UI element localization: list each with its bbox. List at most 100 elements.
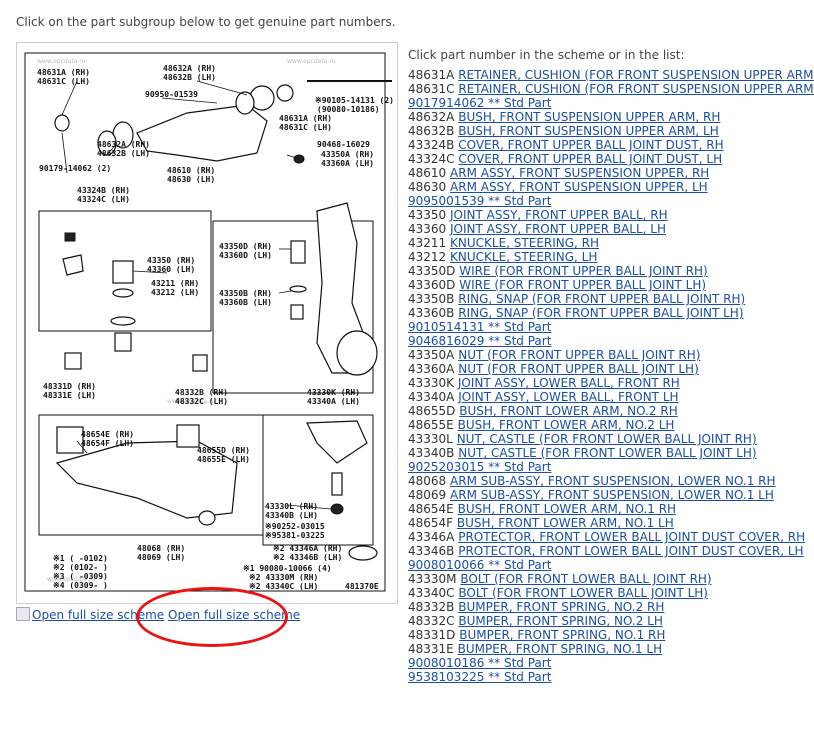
label-48631A-2[interactable]: 48631A (RH) [279,114,332,123]
part-link[interactable]: BUMPER, FRONT SPRING, NO.1 RH [459,628,666,642]
lower-joint-stud[interactable] [331,472,343,496]
part-link[interactable]: BUMPER, FRONT SPRING, NO.2 LH [458,614,663,628]
part-link[interactable]: BUMPER, FRONT SPRING, NO.2 RH [458,600,665,614]
label-48655D[interactable]: 48655D (RH) [197,446,250,455]
part-link[interactable]: BUSH, FRONT LOWER ARM, NO.1 LH [456,516,674,530]
part-link[interactable]: 9025203015 ** Std Part [408,460,552,474]
part-link[interactable]: BUSH, FRONT SUSPENSION UPPER ARM, RH [458,110,721,124]
part-link[interactable]: 9008010066 ** Std Part [408,558,552,572]
part-link[interactable]: ARM ASSY, FRONT SUSPENSION UPPER, LH [450,180,708,194]
label-48654F[interactable]: 48654F (LH) [81,439,134,448]
castle-nut[interactable] [330,503,344,515]
label-48630[interactable]: 48630 (LH) [167,175,215,184]
label-43346B[interactable]: ※2 43346B (LH) [273,553,342,562]
part-link[interactable]: JOINT ASSY, FRONT UPPER BALL, RH [450,208,668,222]
label-43212[interactable]: 43212 (LH) [151,288,199,297]
part-link[interactable]: KNUCKLE, STEERING, LH [450,250,598,264]
upper-ball-joint[interactable] [112,260,134,284]
part-link[interactable]: BUSH, FRONT LOWER ARM, NO.2 LH [457,418,675,432]
label-48632B[interactable]: 48632B (LH) [163,73,216,82]
part-link[interactable]: PROTECTOR, FRONT LOWER BALL JOINT DUST C… [458,530,806,544]
lower-bush-2[interactable] [176,424,200,448]
part-link[interactable]: COVER, FRONT UPPER BALL JOINT DUST, LH [458,152,723,166]
label-48331E[interactable]: 48331E (LH) [43,391,96,400]
scheme-drawing[interactable]: www.epcdata.ru www.epcdata.ru www.epcdat… [17,43,397,603]
lower-bush-1[interactable] [56,426,84,454]
knuckle-hub[interactable] [336,330,378,376]
part-link[interactable]: ARM SUB-ASSY, FRONT SUSPENSION, LOWER NO… [450,474,776,488]
label-48631A[interactable]: 48631A (RH) [37,68,90,77]
bumper-1[interactable] [64,352,82,370]
part-link[interactable]: NUT (FOR FRONT UPPER BALL JOINT LH) [458,362,699,376]
part-link[interactable]: PROTECTOR, FRONT LOWER BALL JOINT DUST C… [458,544,804,558]
part-link[interactable]: 9046816029 ** Std Part [408,334,552,348]
label-43350A[interactable]: 43350A (RH) [321,150,374,159]
part-link[interactable]: ARM SUB-ASSY, FRONT SUSPENSION, LOWER NO… [450,488,774,502]
label-43324B[interactable]: 43324B (RH) [77,186,130,195]
lower-arm-shape[interactable] [55,440,238,519]
label-43211[interactable]: 43211 (RH) [151,279,199,288]
label-95381[interactable]: ※95381-03225 [265,531,325,540]
label-48610[interactable]: 48610 (RH) [167,166,215,175]
label-48654E[interactable]: 48654E (RH) [81,430,134,439]
lower-ball-joint[interactable] [306,420,368,464]
label-90468[interactable]: 90468-16029 [317,140,370,149]
upper-arm-shape[interactable] [136,104,268,162]
part-link[interactable]: JOINT ASSY, LOWER BALL, FRONT LH [458,390,679,404]
upper-bush-2[interactable] [235,91,255,115]
part-link[interactable]: BUSH, FRONT LOWER ARM, NO.1 RH [457,502,677,516]
part-link[interactable]: WIRE (FOR FRONT UPPER BALL JOINT LH) [459,278,707,292]
label-48332B[interactable]: 48332B (RH) [175,388,228,397]
label-43346A[interactable]: ※2 43346A (RH) [273,544,342,553]
parts-scheme[interactable]: www.epcdata.ru www.epcdata.ru www.epcdat… [16,42,398,604]
part-link[interactable]: BOLT (FOR FRONT LOWER BALL JOINT LH) [458,586,708,600]
label-48068[interactable]: 48068 (RH) [137,544,185,553]
part-link[interactable]: 9010514131 ** Std Part [408,320,552,334]
part-link[interactable]: 9095001539 ** Std Part [408,194,552,208]
open-full-size-image-link[interactable]: Open full size scheme [16,607,164,622]
upper-washer-right[interactable] [276,84,294,102]
lower-bush-3[interactable] [198,510,216,526]
snap-ring[interactable] [112,288,134,298]
part-link[interactable]: JOINT ASSY, FRONT UPPER BALL, LH [450,222,667,236]
label-48331D[interactable]: 48331D (RH) [43,382,96,391]
label-43360A[interactable]: 43360A (LH) [321,159,374,168]
part-link[interactable]: RETAINER, CUSHION (FOR FRONT SUSPENSION … [458,82,814,96]
label-90179[interactable]: 90179-14062 (2) [39,164,111,173]
label-48632A[interactable]: 48632A (RH) [163,64,216,73]
label-48332C[interactable]: 48332C (LH) [175,397,228,406]
open-full-size-link[interactable]: Open full size scheme [168,608,301,622]
knuckle-ring[interactable] [289,285,307,293]
label-43360D[interactable]: 43360D (LH) [219,251,272,260]
part-link[interactable]: ARM ASSY, FRONT SUSPENSION UPPER, RH [450,166,710,180]
label-43324C[interactable]: 43324C (LH) [77,195,130,204]
bumper-2[interactable] [192,354,208,372]
label-43330L[interactable]: 43330L (RH) [265,502,318,511]
part-link[interactable]: NUT, CASTLE (FOR FRONT LOWER BALL JOINT … [456,432,757,446]
label-43340A[interactable]: 43340A (LH) [307,397,360,406]
label-90080a[interactable]: (90080-10186) [317,105,380,114]
part-link[interactable]: RING, SNAP (FOR FRONT UPPER BALL JOINT L… [458,306,744,320]
part-link[interactable]: COVER, FRONT UPPER BALL JOINT DUST, RH [458,138,724,152]
label-43360[interactable]: 43360 (LH) [147,265,195,274]
label-48631C[interactable]: 48631C (LH) [37,77,90,86]
part-link[interactable]: 9017914062 ** Std Part [408,96,552,110]
part-link[interactable]: BUSH, FRONT LOWER ARM, NO.2 RH [459,404,678,418]
snap-ring-2[interactable] [110,316,136,326]
label-43350[interactable]: 43350 (RH) [147,256,195,265]
dust-protector[interactable] [348,545,378,561]
label-43330M[interactable]: ※2 43330M (RH) [249,573,318,582]
knuckle-joint[interactable] [290,240,306,264]
part-link[interactable]: RING, SNAP (FOR FRONT UPPER BALL JOINT R… [458,292,746,306]
label-43340C[interactable]: ※2 43340C (LH) [249,582,318,591]
part-link[interactable]: 9538103225 ** Std Part [408,670,552,684]
part-link[interactable]: NUT, CASTLE (FOR FRONT LOWER BALL JOINT … [458,446,757,460]
label-48632A-2[interactable]: 48632A (RH) [97,140,150,149]
part-link[interactable]: 9008010186 ** Std Part [408,656,552,670]
upper-washer[interactable] [54,114,70,132]
label-90080b[interactable]: ※1 90080-10066 (4) [243,564,332,573]
label-43340B[interactable]: 43340B (LH) [265,511,318,520]
part-link[interactable]: BUSH, FRONT SUSPENSION UPPER ARM, LH [458,124,719,138]
upper-joint-stud[interactable] [114,332,132,352]
part-link[interactable]: JOINT ASSY, LOWER BALL, FRONT RH [457,376,680,390]
